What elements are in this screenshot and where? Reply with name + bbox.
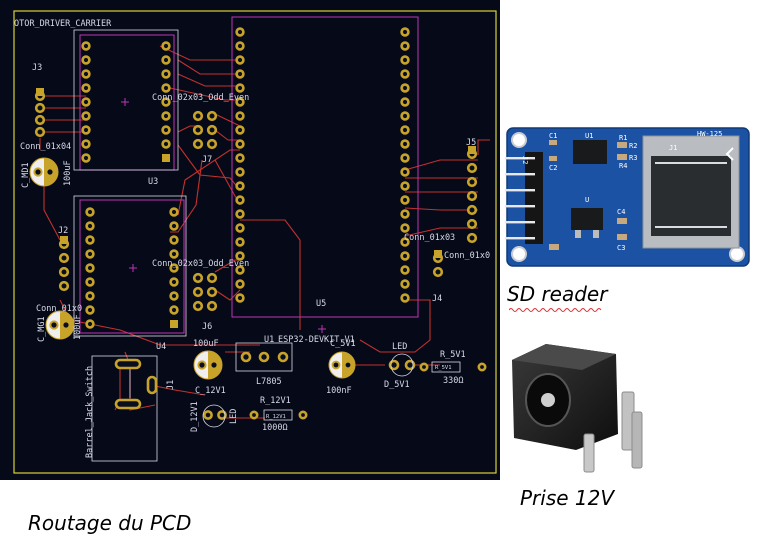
label-j1: J1 <box>166 380 176 390</box>
mount-hole-icon <box>729 246 745 262</box>
sd-cap-c1: C1 <box>549 132 557 140</box>
rotated-labels: C_MD1 100uF C_MG1 100uF Barrel_Jack_Swit… <box>21 160 239 458</box>
j5-pins <box>466 148 478 244</box>
caption-pcb-routing: Routage du PCD <box>28 511 192 535</box>
label-330: 330Ω <box>443 376 463 386</box>
u5-pins-right <box>400 27 410 303</box>
sd-res-r2: R2 <box>629 142 637 150</box>
passive-pins <box>203 359 487 420</box>
label-conn-01x04: Conn_01x04 <box>20 142 71 152</box>
label-1000: 1000Ω <box>262 423 288 433</box>
label-r-5v1: R_5V1 <box>440 350 466 360</box>
label-led-bottom: LED <box>229 409 239 424</box>
label-j2: J2 <box>58 226 68 236</box>
arrow-icon <box>725 147 734 161</box>
label-100uf-md: 100uF <box>63 160 73 186</box>
caption-sd-reader: SD reader <box>507 282 608 312</box>
caption-sd-reader-text: SD reader <box>507 282 608 306</box>
label-d-12v1: D_12V1 <box>190 401 200 432</box>
sd-res-r4: R4 <box>619 162 627 170</box>
sd-slot-label: J1 <box>669 144 677 152</box>
resistor-box-labels: R_5V1 R_12V1 <box>266 365 452 420</box>
sd-cap-c3: C3 <box>617 244 625 252</box>
component-pads <box>34 27 487 420</box>
pcb-background <box>0 0 500 480</box>
label-r-12v1-box: R_12V1 <box>266 414 286 420</box>
label-u5: U5 <box>316 299 326 309</box>
header-pins <box>505 157 535 240</box>
u5-pins-left <box>235 27 245 303</box>
label-j7: J7 <box>202 155 212 165</box>
label-l7805: L7805 <box>256 377 282 387</box>
sd-regulator-label: U <box>585 196 589 204</box>
label-u1: U1 <box>264 335 274 345</box>
j7-pins <box>192 110 218 150</box>
label-c-12v1: C_12V1 <box>195 386 226 396</box>
copper-tracks <box>39 45 490 419</box>
j6-pins <box>192 272 218 312</box>
mount-hole-icon <box>511 246 527 262</box>
label-j5: J5 <box>466 138 476 148</box>
sd-card-module-photo: HW-125 J1 J2 U U1 C1 C2 C3 C4 R1 R2 R3 R… <box>505 127 750 267</box>
label-c-5v1: C_5V1 <box>330 339 356 349</box>
label-u4: U4 <box>156 342 166 352</box>
reference-labels: OTOR_DRIVER_CARRIER J3 J2 J4 J5 J6 J7 U3… <box>14 19 490 433</box>
label-led-top: LED <box>392 342 407 352</box>
pin-one-pads <box>36 88 476 328</box>
board-title: OTOR_DRIVER_CARRIER <box>14 19 112 29</box>
u4-pins <box>85 207 179 329</box>
label-r-12v1: R_12V1 <box>260 396 291 406</box>
label-100uf-mg: 100uF <box>73 314 83 340</box>
jack-terminal <box>631 411 643 469</box>
j2-pins <box>58 238 70 292</box>
sd-cap-c4: C4 <box>617 208 625 216</box>
label-esp32: ESP32-DEVKIT-V1 <box>278 335 355 345</box>
label-conn-02x03-top: Conn_02x03_Odd_Even <box>152 93 249 103</box>
label-barrel-jack: Barrel_Jack_Switch <box>85 366 95 458</box>
barrel-jack-pads <box>114 358 158 410</box>
caption-power-jack: Prise 12V <box>520 486 615 510</box>
centroid-markers <box>121 98 326 333</box>
label-100nf: 100nF <box>326 386 352 396</box>
pcb-layout: OTOR_DRIVER_CARRIER J3 J2 J4 J5 J6 J7 U3… <box>0 0 500 480</box>
sd-chip <box>573 140 607 164</box>
label-conn-02x03-mid: Conn_02x03_Odd_Even <box>152 259 249 269</box>
smd-parts <box>549 140 627 250</box>
label-conn-01x0-right: Conn_01x0 <box>444 251 490 261</box>
silkscreen <box>73 29 461 462</box>
label-j4: J4 <box>432 294 442 304</box>
electrolytic-capacitors <box>29 157 414 428</box>
label-r-5v1-box: R_5V1 <box>435 365 452 371</box>
label-d-5v1: D_5V1 <box>384 380 410 390</box>
sd-res-r3: R3 <box>629 154 637 162</box>
board-edge <box>13 10 497 474</box>
label-conn-01x03: Conn_01x03 <box>404 233 455 243</box>
label-j6: J6 <box>202 322 212 332</box>
mount-hole-icon <box>511 132 527 148</box>
l7805-pins <box>240 351 289 363</box>
voltage-regulator <box>571 208 603 230</box>
sd-cap-c2: C2 <box>549 164 557 172</box>
jack-terminal <box>583 433 595 473</box>
pin-header <box>525 152 543 244</box>
label-j3: J3 <box>32 63 42 73</box>
label-100uf-mid: 100uF <box>193 339 219 349</box>
u3-pins <box>81 41 171 163</box>
jack-center-pin <box>541 393 555 407</box>
label-c-md1: C_MD1 <box>21 162 31 188</box>
spellcheck-underline <box>509 308 602 312</box>
sd-res-r1: R1 <box>619 134 627 142</box>
sd-model-label: HW-125 <box>697 130 722 138</box>
sd-chip-label: U1 <box>585 132 593 140</box>
label-c-mg1: C_MG1 <box>37 316 47 342</box>
sd-header-label: J2 <box>521 156 529 164</box>
dc-barrel-jack-photo <box>512 344 643 473</box>
label-conn-01x0-left: Conn_01x0 <box>36 304 82 314</box>
label-u3: U3 <box>148 177 158 187</box>
